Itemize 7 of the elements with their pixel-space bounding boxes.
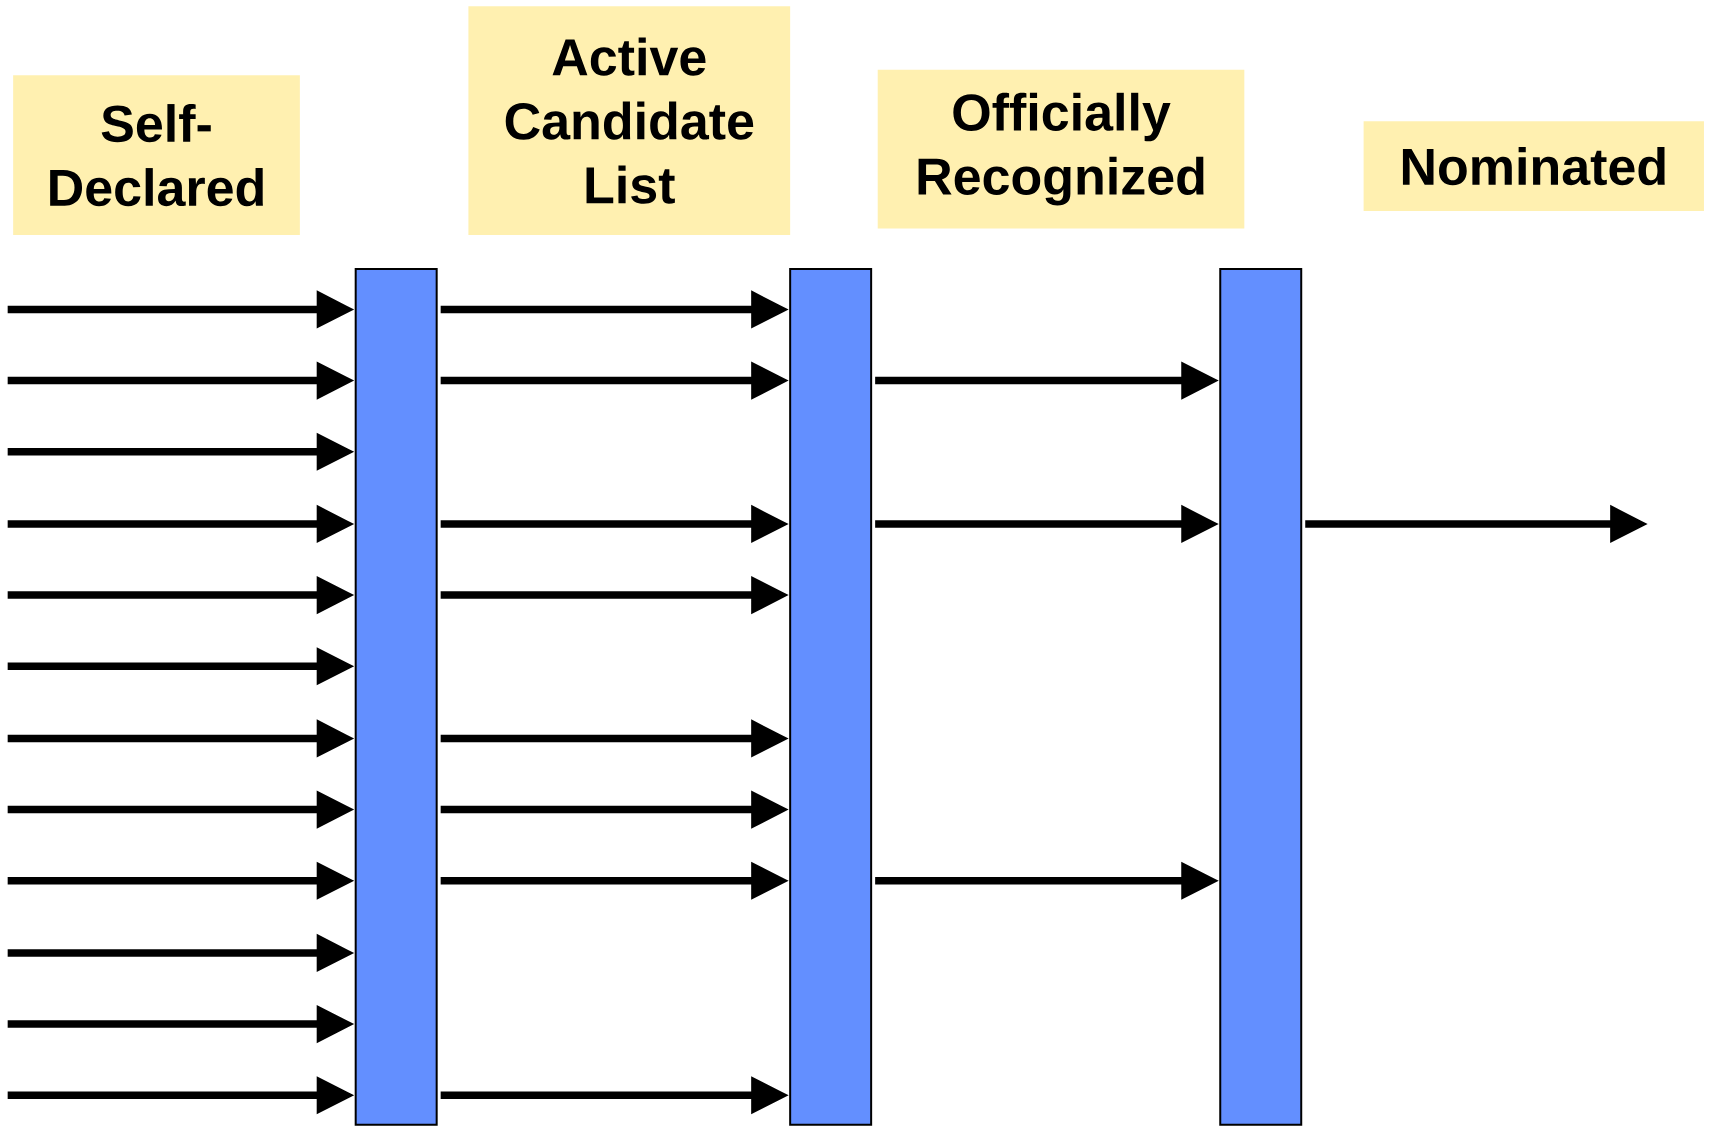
- vertical-bar: [354, 268, 438, 1126]
- vertical-bar: [1219, 268, 1303, 1126]
- heading-box: Active Candidate List: [468, 6, 791, 236]
- heading-box: Self-Declared: [13, 75, 300, 236]
- heading-box: Officially Recognized: [877, 69, 1245, 229]
- vertical-bar: [789, 268, 873, 1126]
- heading-box: Nominated: [1363, 121, 1704, 211]
